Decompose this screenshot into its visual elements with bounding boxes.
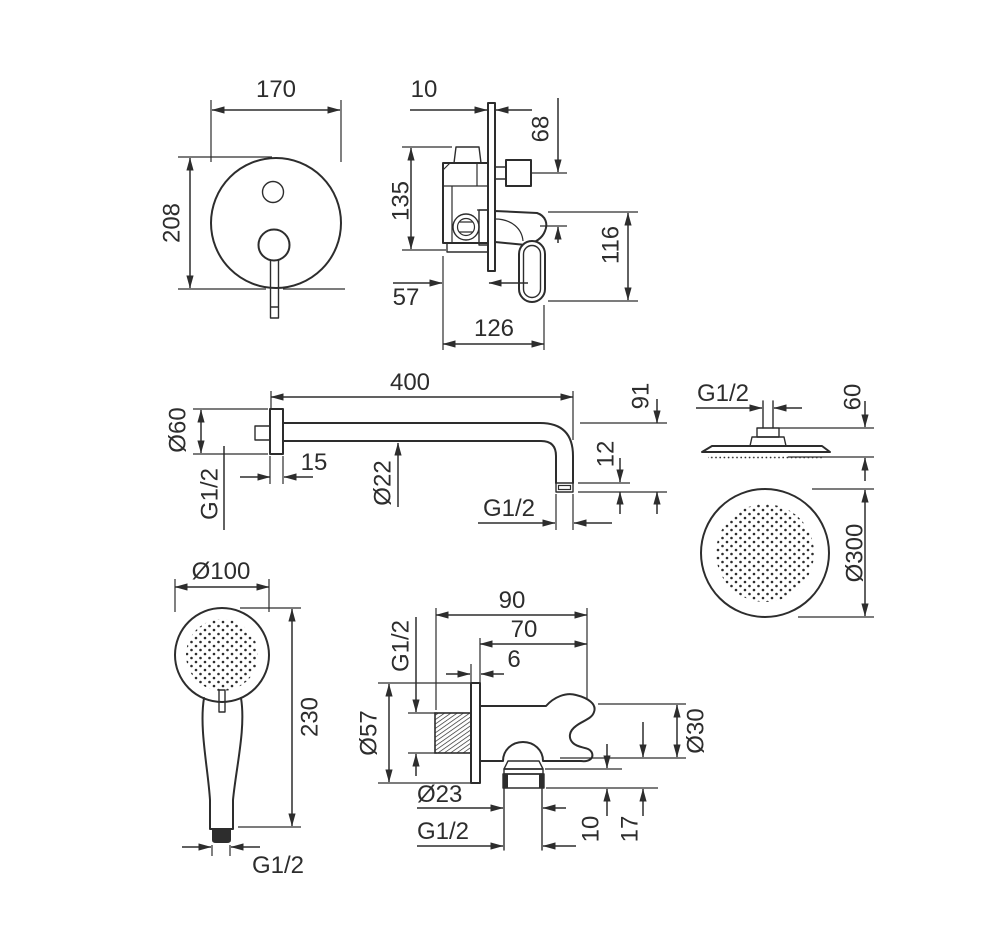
valve-flange [478,209,489,246]
arm-tube-inner [282,440,557,484]
valve-body-details [442,162,488,243]
head-pipe [762,400,774,429]
dim-arm-nipple-length: 12 [592,441,619,468]
dim-hand-diameter: Ø100 [192,558,251,585]
escutcheon-plate [470,682,481,784]
spout-detail [494,218,524,242]
dim-elbow-offset-large: 17 [616,816,643,843]
dim-arm-flange-diameter: Ø60 [164,407,191,452]
dim-elbow-plate-thickness: 6 [507,646,520,673]
wall-plate [487,102,496,272]
diverter-knob [505,159,532,187]
head-cone [749,436,787,447]
dim-valve-body-height: 135 [387,181,414,221]
valve-union-flats [459,221,473,233]
dim-elbow-offset-small: 10 [577,816,604,843]
outlet-nut [502,773,545,789]
head-nut [756,427,780,438]
dim-valve-knob-offset: 68 [527,116,554,143]
spout-body [494,210,548,246]
dim-arm-outlet-thread: G1/2 [483,495,535,522]
outlet-nut-side-right [539,774,544,788]
view-holder-elbow: 90 70 6 G1/2 Ø57 Ø30 10 17 Ø23 G1/2 [355,587,709,851]
valve-body [442,162,489,244]
arm-tube-outer [282,422,574,484]
dim-plate-width: 170 [256,76,296,103]
dim-plate-height: 208 [158,203,185,243]
dim-valve-total-depth: 126 [474,315,514,342]
head-nozzle-field [716,504,814,602]
dim-valve-rough-depth: 57 [393,284,420,311]
hand-shower-nozzle-field [186,619,258,691]
lever-capsule-inner [522,244,542,299]
view-mixer-plate-front: 170 208 [158,76,345,319]
view-shower-head: G1/2 60 Ø300 [696,380,874,618]
arm-nipple-inner [557,484,572,491]
lever-handle [269,259,280,319]
trim-plate-circle [210,157,342,289]
extension-lines [178,100,345,290]
dim-elbow-holder-diameter: Ø30 [682,708,709,753]
head-disc-bottom [700,488,830,618]
valve-base [446,242,489,253]
dim-arm-pipe-diameter: Ø22 [369,460,396,505]
handle-end-fitting [212,830,231,843]
dim-arm-length: 400 [390,369,430,396]
dim-arm-wall-thread: G1/2 [196,468,223,520]
extension-lines [174,579,301,856]
lever-capsule-outer [518,240,546,303]
dim-elbow-outlet-thread: G1/2 [417,818,469,845]
dim-head-height: 60 [839,384,866,411]
valve-union-outer [452,213,480,241]
view-hand-shower: Ø100 230 G1/2 [174,558,323,879]
dim-hand-thread: G1/2 [252,852,304,879]
outlet-pipe [503,787,543,851]
valve-top-pipe [453,146,482,164]
dim-arm-flange-depth: 15 [301,449,328,476]
lever-hub [257,228,291,262]
reference-lines [402,146,638,350]
arm-wall-stub [254,425,271,441]
extension-lines [378,608,686,789]
reference-lines [779,427,874,618]
outlet-cone [503,760,544,770]
view-shower-arm: 400 Ø60 15 G1/2 Ø22 91 12 G1/2 [164,369,667,530]
valve-union-inner [456,217,476,237]
dim-valve-trim-height: 116 [597,226,624,264]
dim-valve-plate-thickness: 10 [411,76,438,103]
outlet-band [503,768,544,775]
dim-arm-drop-height: 91 [627,383,654,410]
diverter-stem [494,166,507,180]
arm-nipple [555,482,574,493]
head-disc-side [701,445,831,453]
hand-shower-handle [201,697,244,830]
holder-body [479,693,596,763]
dim-elbow-wall-thread: G1/2 [387,620,414,672]
diverter-button [261,180,285,204]
dim-elbow-front-depth: 70 [511,616,538,643]
view-valve-side: 10 68 135 116 57 126 [387,76,638,350]
dim-hand-length: 230 [296,697,323,737]
hand-shower-face [174,607,270,703]
outlet-nut-side-left [503,774,508,788]
dim-elbow-total-depth: 90 [499,587,526,614]
dim-head-inlet-thread: G1/2 [697,380,749,407]
arm-flange [269,408,284,455]
mode-slider [218,689,226,713]
head-nozzle-row [708,453,824,459]
dim-head-diameter: Ø300 [841,524,868,583]
dim-elbow-pipe-diameter: Ø23 [417,781,462,808]
dim-elbow-escutcheon-diameter: Ø57 [355,710,382,755]
wall-thread-hatch [434,712,472,754]
